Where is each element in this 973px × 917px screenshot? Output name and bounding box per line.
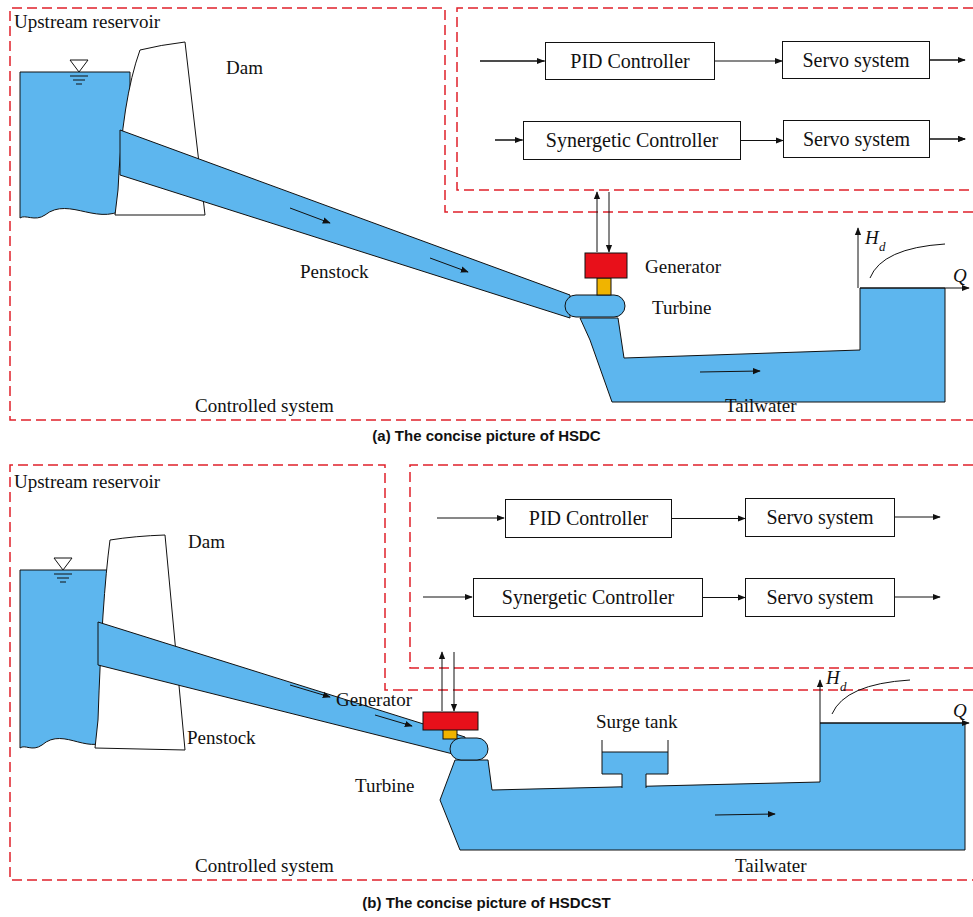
- process-box: Servo system: [745, 498, 895, 537]
- flow-arrow: [375, 715, 412, 726]
- reservoir: [20, 72, 130, 218]
- turbine: [565, 295, 625, 317]
- signal-arrow: [895, 517, 940, 518]
- part-label: Penstock: [300, 262, 369, 281]
- process-box: Servo system: [783, 120, 930, 158]
- box-label: Servo system: [803, 128, 910, 151]
- part-label: Upstream reservoir: [14, 472, 160, 491]
- part-label: Generator: [645, 257, 721, 276]
- part-label: Tailwater: [725, 396, 796, 415]
- part-label: Upstream reservoir: [14, 12, 160, 31]
- process-box: Servo system: [782, 41, 930, 79]
- part-label: H: [865, 228, 879, 247]
- tailwater: [440, 723, 965, 850]
- shaft: [597, 278, 611, 295]
- water-level-symbol: [70, 60, 88, 84]
- signal-connector: [741, 140, 783, 141]
- signal-arrow: [609, 192, 610, 252]
- controlled-region: [10, 465, 973, 880]
- process-box: Synergetic Controller: [523, 121, 741, 160]
- controller-region: [410, 465, 973, 668]
- part-label: Q: [953, 266, 967, 285]
- process-box: Servo system: [745, 578, 895, 617]
- part-label: Surge tank: [596, 712, 677, 731]
- head-curve: [832, 680, 910, 714]
- part-label: Dam: [188, 532, 225, 551]
- surge-tank: [602, 740, 668, 788]
- signal-arrow: [597, 192, 598, 252]
- part-label: Turbine: [355, 776, 414, 795]
- signal-arrow: [495, 140, 522, 141]
- flow-arrow: [715, 814, 775, 815]
- part-label: d: [879, 240, 886, 253]
- signal-arrow: [895, 597, 940, 598]
- surge-tank-neck: [622, 772, 646, 790]
- figure-caption: (b) The concise picture of HSDCST: [0, 895, 973, 910]
- flow-axis: [860, 288, 969, 289]
- flow-axis: [820, 723, 969, 724]
- process-box: PID Controller: [505, 499, 672, 538]
- signal-connector: [715, 61, 782, 62]
- part-label: Penstock: [187, 728, 256, 747]
- head-axis: [858, 228, 859, 288]
- signal-arrow: [454, 652, 455, 711]
- head-axis: [820, 680, 821, 723]
- box-label: Synergetic Controller: [546, 129, 718, 152]
- penstock: [98, 622, 465, 757]
- signal-connector: [703, 597, 745, 598]
- surge-tank-water: [602, 752, 668, 774]
- signal-arrow: [480, 61, 544, 62]
- signal-connector: [672, 518, 745, 519]
- box-label: Servo system: [766, 586, 873, 609]
- generator: [423, 712, 478, 730]
- turbine: [450, 738, 488, 760]
- controller-region: [457, 8, 973, 190]
- signal-arrow: [442, 652, 443, 711]
- part-label: d: [840, 680, 847, 693]
- box-label: PID Controller: [529, 507, 648, 530]
- signal-arrow: [930, 139, 965, 140]
- part-label: Controlled system: [195, 396, 334, 415]
- controlled-region: [10, 8, 973, 420]
- tailwater: [580, 288, 945, 402]
- signal-arrow: [930, 60, 965, 61]
- part-label: Turbine: [652, 298, 711, 317]
- water-level-symbol: [54, 558, 72, 582]
- part-label: H: [826, 668, 840, 687]
- part-label: Dam: [226, 58, 263, 77]
- flow-arrow: [430, 258, 468, 272]
- box-label: Synergetic Controller: [502, 586, 674, 609]
- part-label: Controlled system: [195, 856, 334, 875]
- box-label: Servo system: [802, 49, 909, 72]
- part-label: Q: [953, 701, 967, 720]
- flow-arrow: [290, 208, 330, 223]
- process-box: PID Controller: [545, 42, 715, 80]
- flow-arrow: [700, 371, 760, 372]
- signal-arrow: [437, 518, 504, 519]
- signal-arrow: [423, 597, 472, 598]
- figure-caption: (a) The concise picture of HSDC: [0, 428, 973, 443]
- flow-arrow: [290, 685, 330, 697]
- box-label: Servo system: [766, 506, 873, 529]
- process-box: Synergetic Controller: [473, 578, 703, 617]
- part-label: Generator: [336, 690, 412, 709]
- part-label: Tailwater: [735, 856, 806, 875]
- box-label: PID Controller: [570, 50, 689, 73]
- penstock: [120, 130, 570, 318]
- generator: [585, 253, 627, 278]
